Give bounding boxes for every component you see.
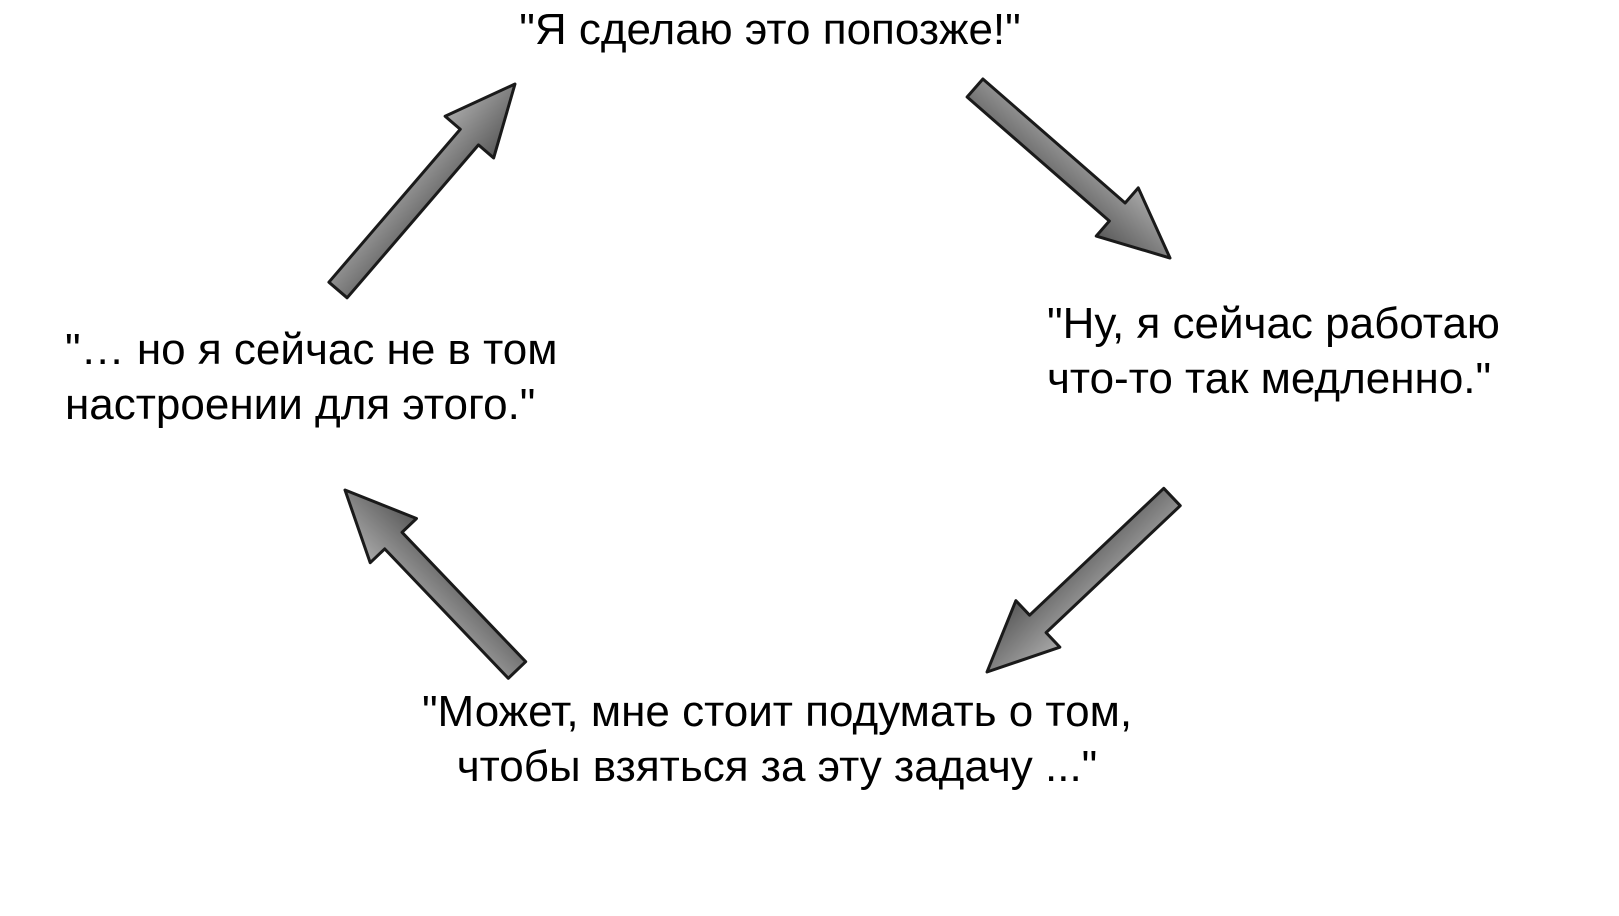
node-left-line: "… но я сейчас не в том xyxy=(65,325,558,374)
node-bottom: "Может, мне стоит подумать о том, чтобы … xyxy=(0,684,1554,794)
node-bottom-line: "Может, мне стоит подумать о том, xyxy=(421,687,1133,736)
node-left: "… но я сейчас не в том настроении для э… xyxy=(65,322,558,432)
arrow-top-to-right-icon xyxy=(965,77,1172,260)
node-bottom-line: чтобы взяться за эту задачу ..." xyxy=(456,742,1098,791)
node-right: "Ну, я сейчас работаю что-то так медленн… xyxy=(1047,296,1500,406)
arrow-right-to-bottom-icon xyxy=(985,486,1182,674)
node-top-line: "Я сделаю это попозже!" xyxy=(519,5,1021,54)
arrow-bottom-to-left-icon xyxy=(343,488,528,680)
node-top: "Я сделаю это попозже!" xyxy=(0,2,1540,57)
node-right-line: "Ну, я сейчас работаю xyxy=(1047,299,1500,348)
node-left-line: настроении для этого." xyxy=(65,380,536,429)
node-right-line: что-то так медленно." xyxy=(1047,354,1492,403)
arrow-left-to-top-icon xyxy=(327,82,517,300)
